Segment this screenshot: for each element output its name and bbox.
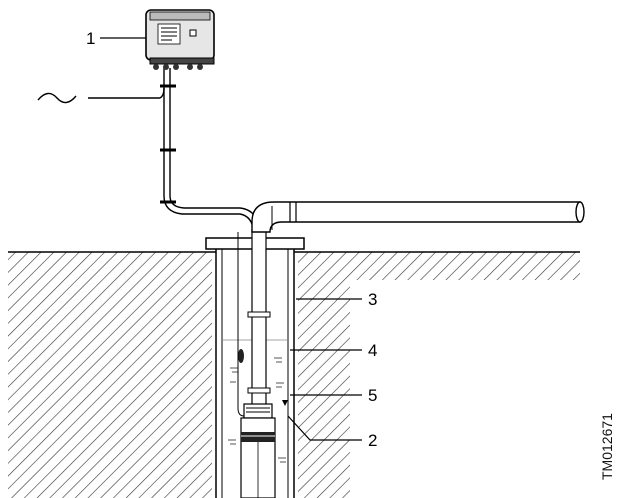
submersible-pump: [240, 400, 288, 498]
ground-left: [8, 252, 212, 498]
discharge-pipe: [251, 201, 585, 233]
dry-running-sensor: [282, 400, 288, 406]
ground-right: [298, 252, 580, 280]
callout-4: 4: [368, 341, 377, 360]
callout-2: 2: [368, 431, 377, 450]
ground: [8, 251, 580, 498]
drawing-code: TM012671: [599, 413, 615, 480]
water: [222, 339, 288, 463]
leader-lines: [100, 37, 362, 441]
cable-clip: [238, 349, 244, 363]
control-box: [145, 9, 215, 70]
callout-3: 3: [368, 290, 377, 309]
callout-1: 1: [86, 29, 95, 48]
pump-head: [243, 403, 273, 419]
mains-supply: [37, 87, 165, 104]
control-box-button: [189, 29, 197, 37]
pump-inlet-band: [241, 432, 275, 442]
control-box-display: [157, 23, 181, 45]
mains-symbol-icon: [37, 92, 77, 104]
ground-right-lower: [298, 280, 350, 498]
pipe-coupling: [247, 311, 271, 318]
pipe-coupling: [247, 387, 271, 394]
control-box-lid: [149, 11, 211, 21]
callout-5: 5: [368, 386, 377, 405]
pipe-end: [575, 201, 585, 223]
